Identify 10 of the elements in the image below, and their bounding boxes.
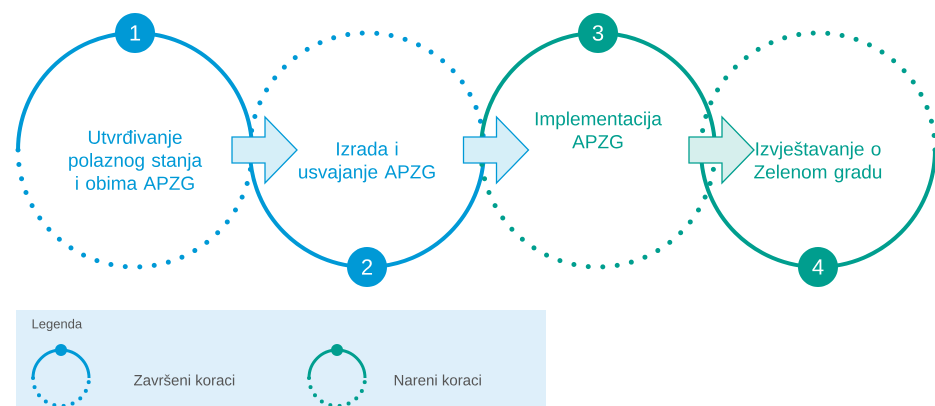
- block-arrow: [231, 115, 298, 185]
- legend-text: Završeni koraci: [134, 374, 234, 386]
- step-number-badge: 2: [347, 246, 387, 287]
- step-number-badge: 4: [798, 246, 838, 287]
- step-number-badge: 1: [115, 13, 155, 53]
- legend-text: Nareni koraci: [394, 374, 481, 386]
- block-arrow: [462, 115, 530, 185]
- block-arrow: [688, 115, 755, 185]
- legend-title: Legenda: [32, 318, 82, 332]
- step-number-badge: 3: [578, 13, 618, 53]
